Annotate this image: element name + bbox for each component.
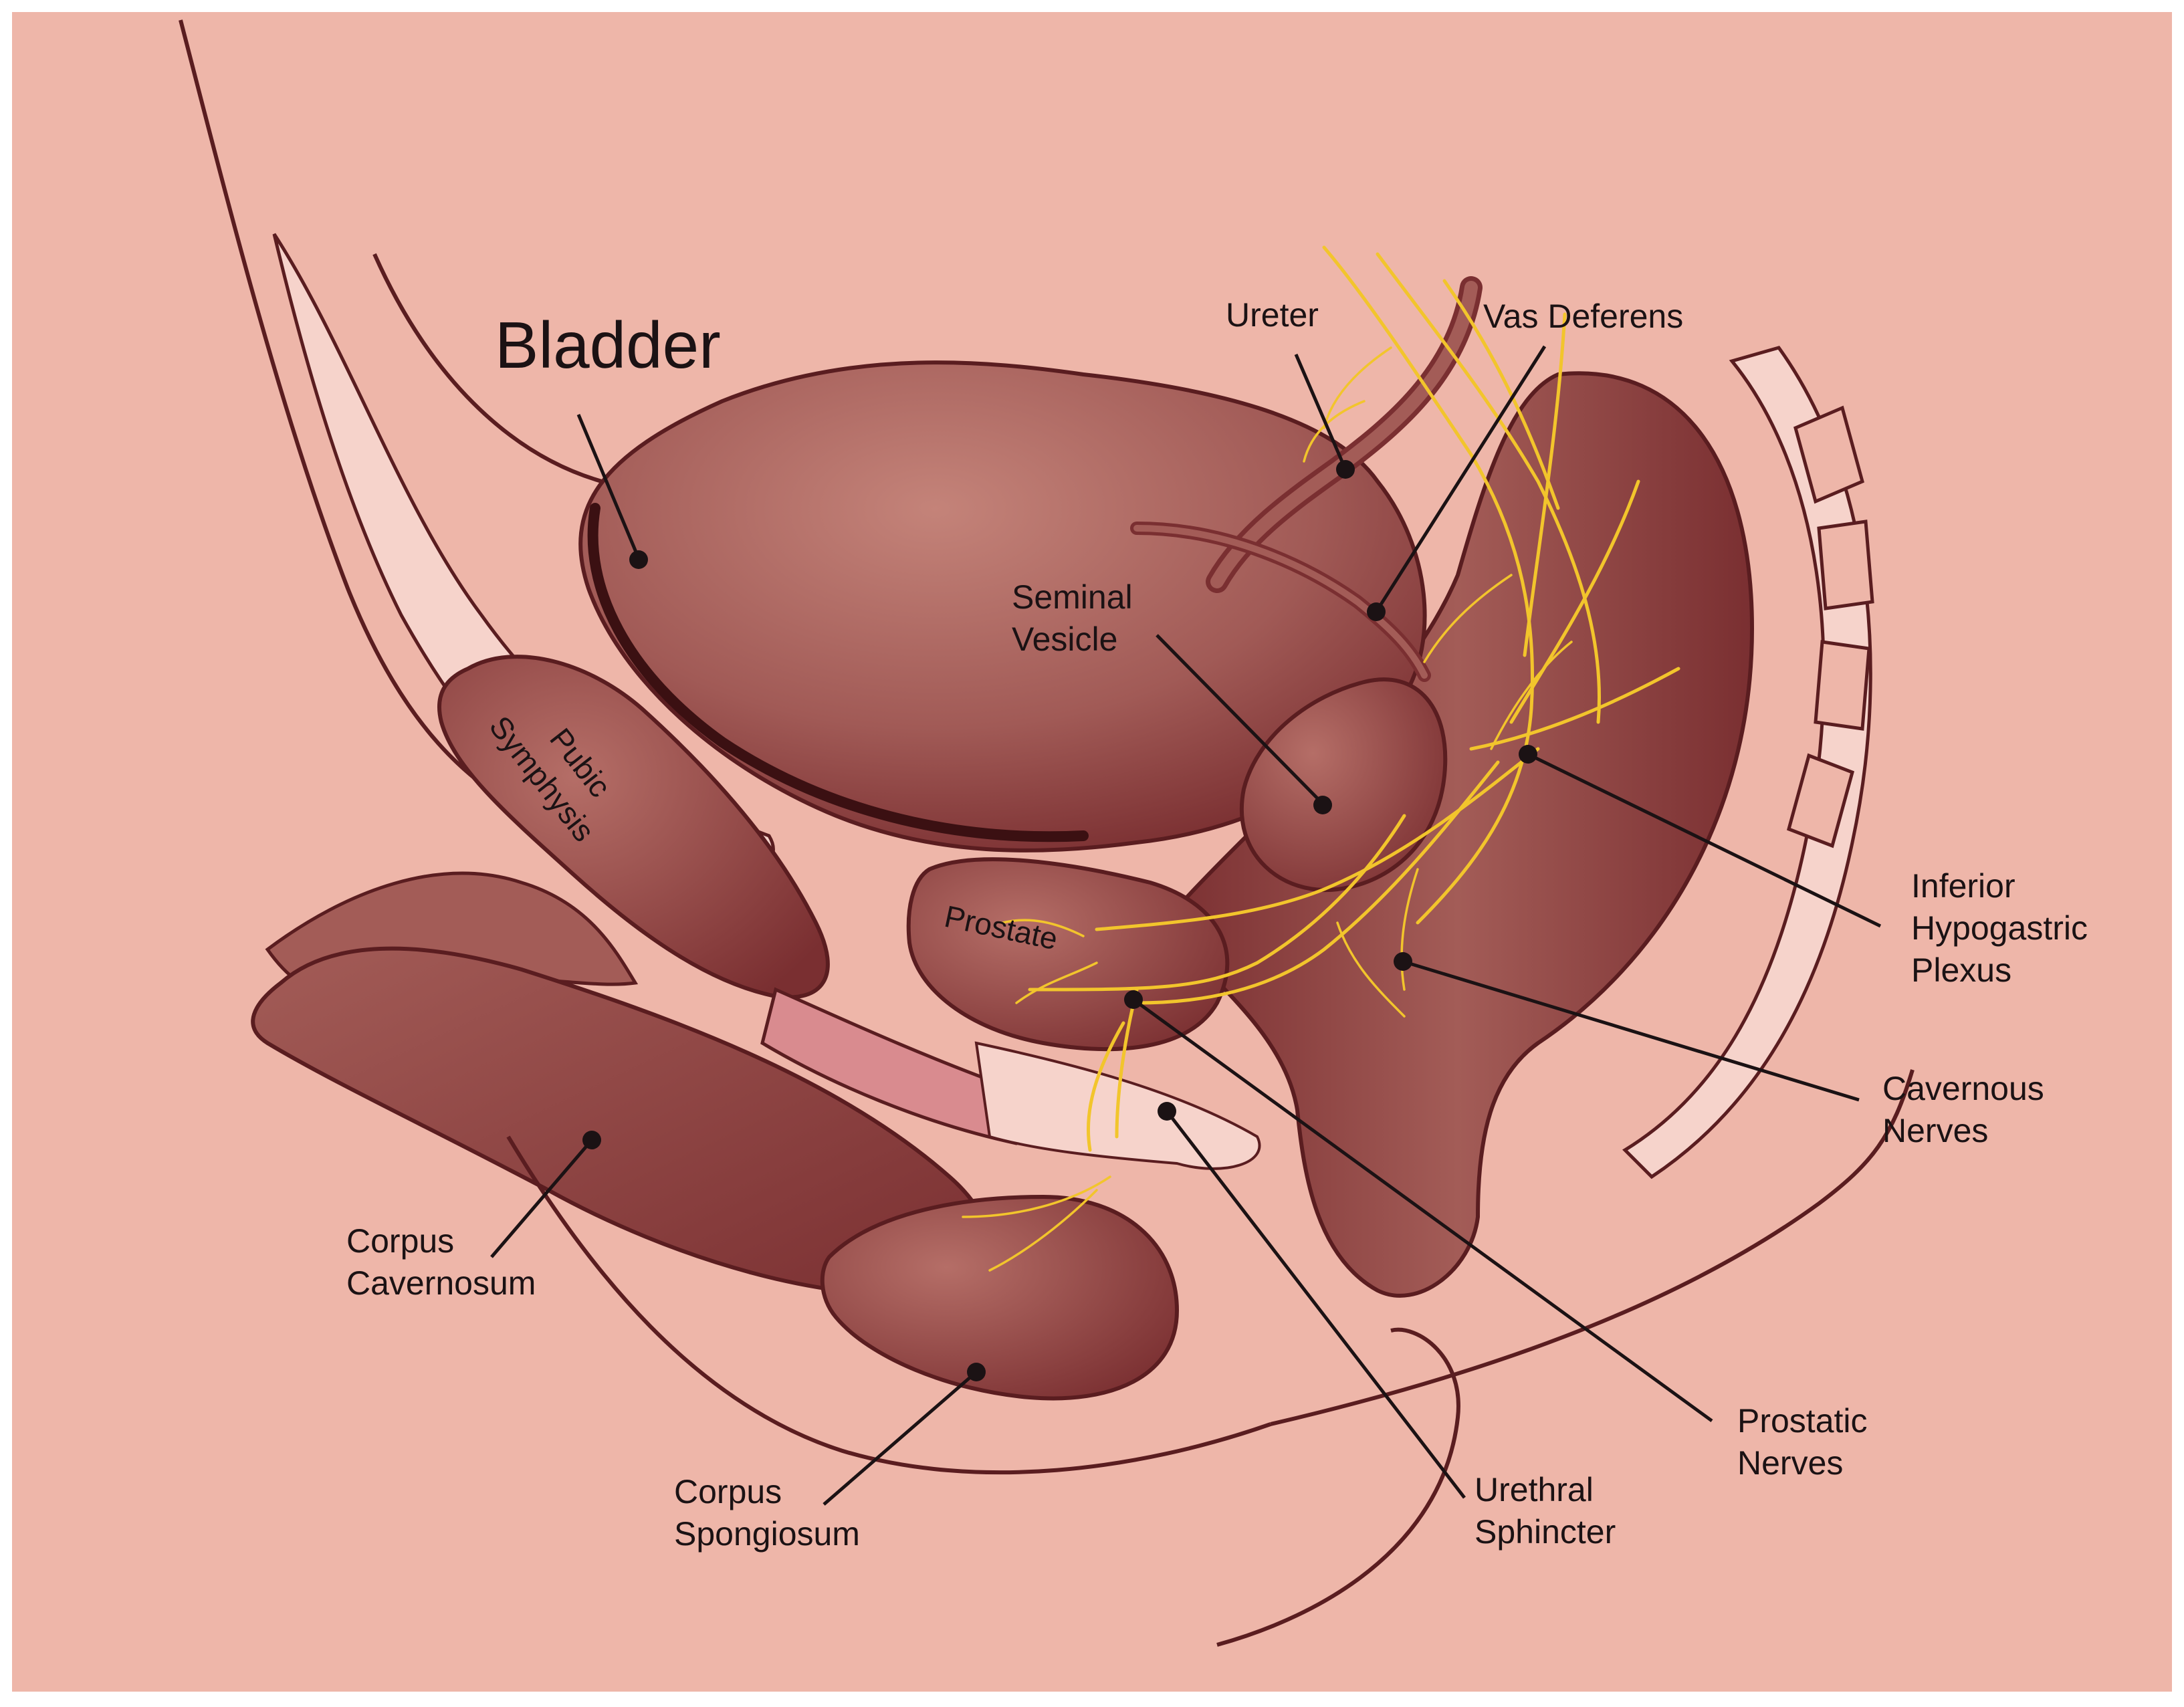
corpus-cavernosum-leader: [490, 1131, 601, 1258]
label-cavernous-nerves-line2: Nerves: [1882, 1112, 1988, 1149]
bladder-leader: [576, 414, 648, 569]
label-seminal-vesicle-line1: Seminal: [1012, 578, 1133, 616]
label-vas-deferens: Vas Deferens: [1483, 298, 1683, 335]
sacral-segment-4: [1786, 753, 1855, 848]
label-corpus-cavernosum-line2: Cavernosum: [346, 1264, 536, 1302]
label-ureter: Ureter: [1226, 296, 1319, 334]
label-corpus-spongiosum-line1: Corpus: [674, 1473, 782, 1510]
label-corpus-cavernosum-line1: Corpus: [346, 1222, 454, 1260]
label-urethral-sphincter-line2: Sphincter: [1475, 1513, 1616, 1551]
corpus-spongiosum: [820, 1194, 1180, 1401]
vas-deferens-edge: [1133, 525, 1428, 679]
seminal-vesicle: [1239, 677, 1448, 893]
upper-peritoneum-line: [372, 253, 603, 483]
seminal-vesicle-leader: [1156, 634, 1332, 814]
perineum-line: [506, 1135, 1271, 1475]
abdominal-wall-line: [179, 19, 550, 824]
cavernous-nerves-leader: [1394, 952, 1860, 1102]
label-corpus-spongiosum-line2: Spongiosum: [674, 1515, 860, 1553]
sacral-segment-2: [1817, 520, 1874, 610]
label-urethral-sphincter-line1: Urethral: [1475, 1471, 1594, 1508]
label-cavernous-nerves-line1: Cavernous: [1882, 1070, 2044, 1107]
label-inferior-hypogastric-plexus-line1: Inferior: [1911, 867, 2015, 905]
corpus-spongiosum-leader: [823, 1363, 986, 1506]
ureter-leader: [1294, 354, 1355, 479]
sacral-segment-3: [1814, 640, 1871, 731]
label-bladder: Bladder: [495, 308, 721, 382]
perineal-skin-line: [1270, 1069, 1915, 1426]
prostatic-nerves-leader: [1124, 990, 1713, 1423]
label-prostatic-nerves-line2: Nerves: [1737, 1444, 1843, 1482]
nerve-plexus: [962, 245, 1680, 1272]
urethral-sphincter-leader: [1158, 1102, 1466, 1499]
label-prostatic-nerves-line1: Prostatic: [1737, 1402, 1868, 1440]
label-inferior-hypogastric-plexus-line3: Plexus: [1911, 951, 2011, 989]
bladder-rim-shadow: [587, 503, 1089, 842]
inferior-hypogastric-plexus-leader: [1519, 745, 1882, 928]
perineal-curl: [1216, 1327, 1460, 1647]
vas-deferens-leader: [1367, 345, 1547, 621]
label-seminal-vesicle-line2: Vesicle: [1012, 620, 1117, 658]
label-inferior-hypogastric-plexus-line2: Hypogastric: [1911, 909, 2088, 947]
sacral-segment-1: [1793, 405, 1864, 504]
